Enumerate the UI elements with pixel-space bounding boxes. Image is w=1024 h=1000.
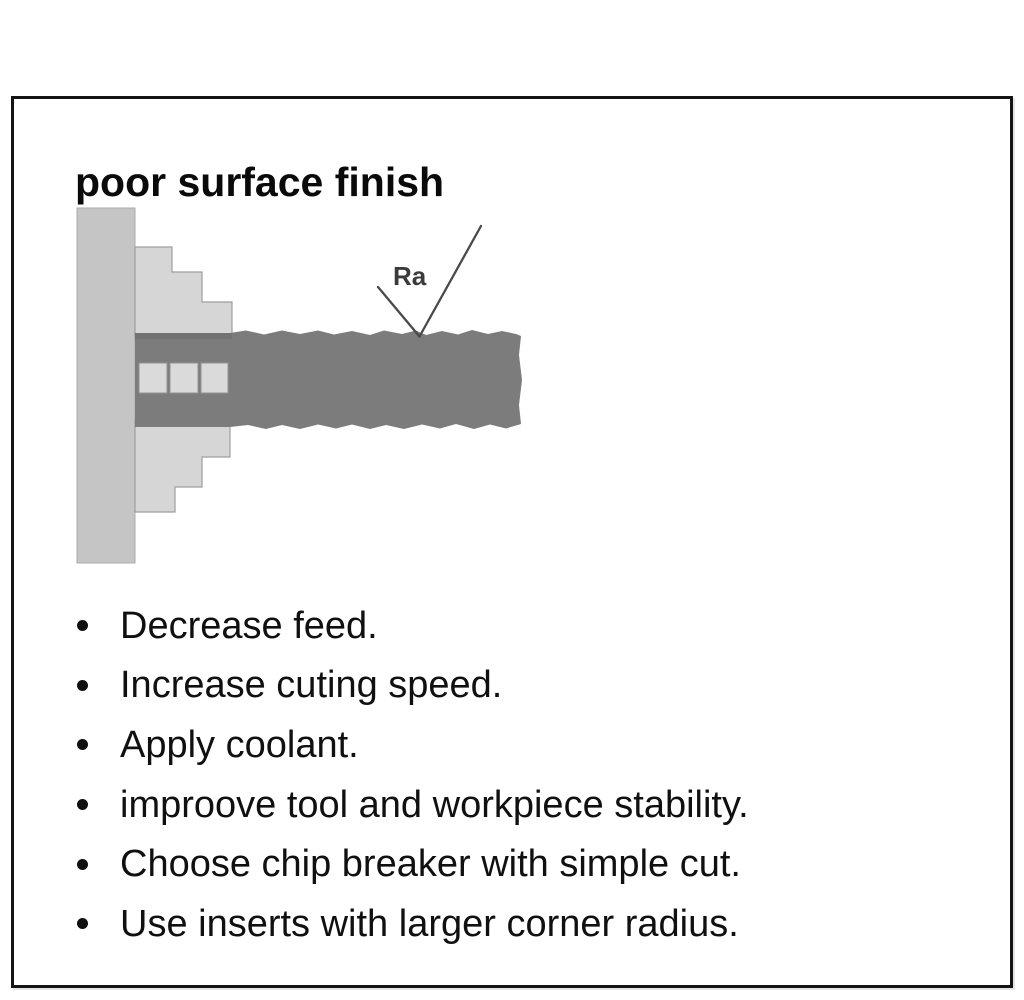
workpiece-shaft	[135, 330, 522, 429]
bullet-icon	[77, 739, 88, 751]
roughness-symbol-right-line	[418, 224, 483, 338]
list-item: Decrease feed.	[77, 596, 749, 656]
chuck-bottom-jaw	[134, 419, 231, 513]
remedy-text: Use inserts with larger corner radius.	[120, 902, 739, 945]
bullet-icon	[77, 858, 88, 870]
grip-square-2	[169, 362, 199, 394]
page-title: poor surface finish	[75, 159, 445, 206]
list-item: Apply coolant.	[77, 715, 749, 775]
jaw-grip-squares	[138, 362, 229, 394]
lathe-chuck-figure: Ra	[76, 207, 522, 564]
list-item: Choose chip breaker with simple cut.	[77, 834, 749, 894]
chuck-backplate	[76, 207, 136, 564]
roughness-symbol-left-line	[376, 285, 421, 338]
remedy-text: Increase cuting speed.	[120, 664, 503, 707]
grip-square-1	[138, 362, 168, 394]
grip-square-3	[200, 362, 229, 394]
bullet-icon	[77, 799, 88, 811]
list-item: Use inserts with larger corner radius.	[77, 894, 749, 954]
remedy-text: Decrease feed.	[120, 604, 378, 647]
list-item: Increase cuting speed.	[77, 656, 749, 716]
remedy-text: Choose chip breaker with simple cut.	[120, 843, 741, 886]
bullet-icon	[77, 918, 88, 930]
bullet-icon	[77, 620, 88, 632]
roughness-label: Ra	[393, 261, 427, 291]
shaft-grip-edge	[135, 333, 232, 339]
roughness-symbol: Ra	[376, 224, 483, 338]
bullet-icon	[77, 679, 88, 691]
chuck-top-jaw	[134, 246, 233, 341]
remedy-text: improove tool and workpiece stability.	[120, 783, 749, 826]
list-item: improove tool and workpiece stability.	[77, 775, 749, 835]
remedy-list: Decrease feed. Increase cuting speed. Ap…	[77, 596, 749, 954]
troubleshooting-card: poor surface finish Ra	[11, 96, 1013, 988]
remedy-text: Apply coolant.	[120, 723, 359, 766]
